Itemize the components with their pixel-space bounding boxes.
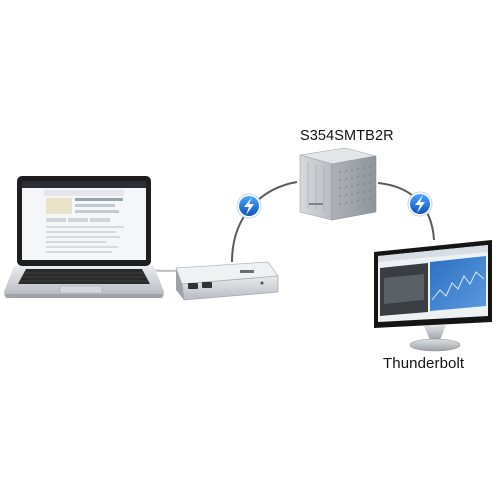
- docking-station-icon: [175, 261, 279, 301]
- thunderbolt-icon: [407, 191, 433, 217]
- monitor-label: Thunderbolt: [383, 355, 465, 372]
- enclosure-model-label: S354SMTB2R: [300, 128, 394, 144]
- drive-enclosure-icon: [299, 147, 377, 221]
- laptop-icon: [4, 176, 164, 298]
- thunderbolt-icon: [236, 193, 262, 219]
- monitor-icon: [374, 240, 492, 352]
- cable-dock-to-enclosure: [231, 181, 298, 263]
